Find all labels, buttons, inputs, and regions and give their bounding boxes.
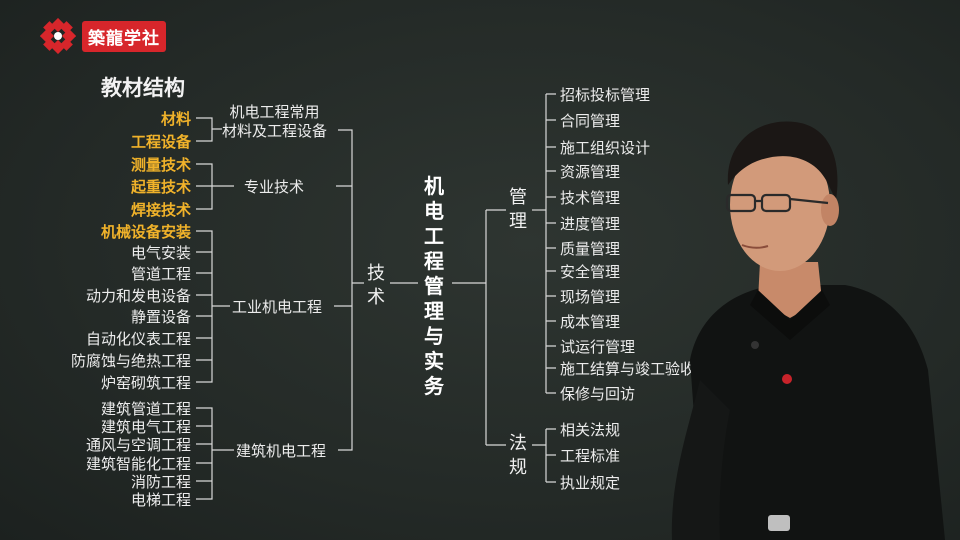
item-elevator: 电梯工程 xyxy=(130,491,191,509)
item-fire: 消防工程 xyxy=(130,473,191,491)
item-electrical: 电气安装 xyxy=(130,244,191,262)
page-title: 教材结构 xyxy=(101,76,185,100)
mgmt-contract: 合同管理 xyxy=(560,112,621,130)
group-professional-tech: 专业技术 xyxy=(244,178,305,196)
item-welding: 焊接技术 xyxy=(130,201,191,219)
item-building-piping: 建筑管道工程 xyxy=(100,400,191,418)
law-standards: 工程标准 xyxy=(560,447,621,465)
mgmt-warranty: 保修与回访 xyxy=(560,385,636,403)
management-node: 管 理 xyxy=(509,187,527,232)
mgmt-site: 现场管理 xyxy=(560,288,621,306)
law-node: 法 规 xyxy=(509,433,527,478)
item-automation: 自动化仪表工程 xyxy=(85,330,191,348)
item-equipment: 工程设备 xyxy=(130,133,191,151)
mgmt-technical: 技术管理 xyxy=(560,189,621,207)
mgmt-safety: 安全管理 xyxy=(560,263,621,281)
center-subject-title: 机 电 工 程 管 理 与 实 务 xyxy=(424,174,444,398)
law-regulations: 相关法规 xyxy=(560,421,621,439)
group-industrial: 工业机电工程 xyxy=(232,298,323,316)
tech-node: 技 术 xyxy=(367,263,385,308)
item-machinery: 机械设备安装 xyxy=(100,223,191,241)
mgmt-cost: 成本管理 xyxy=(560,313,621,331)
mgmt-resource: 资源管理 xyxy=(560,163,621,181)
mgmt-trial-run: 试运行管理 xyxy=(560,338,636,356)
mgmt-bidding: 招标投标管理 xyxy=(560,86,651,104)
mgmt-settlement: 施工结算与竣工验收 xyxy=(560,360,696,378)
item-building-electrical: 建筑电气工程 xyxy=(100,418,191,436)
mgmt-construction-design: 施工组织设计 xyxy=(560,139,651,157)
law-practice: 执业规定 xyxy=(560,474,621,492)
item-anticorrosion: 防腐蚀与绝热工程 xyxy=(70,352,191,370)
group-building: 建筑机电工程 xyxy=(236,442,327,460)
item-intelligent: 建筑智能化工程 xyxy=(85,455,191,473)
item-surveying: 测量技术 xyxy=(130,156,191,174)
item-static: 静置设备 xyxy=(130,308,191,326)
item-piping: 管道工程 xyxy=(130,265,191,283)
brand-logo: 築龍学社 xyxy=(40,18,166,54)
mgmt-schedule: 进度管理 xyxy=(560,215,621,233)
brand-name: 築龍学社 xyxy=(82,20,166,52)
item-power: 动力和发电设备 xyxy=(85,287,191,305)
item-kiln: 炉窑砌筑工程 xyxy=(100,374,191,392)
mgmt-quality: 质量管理 xyxy=(560,240,621,258)
item-lifting: 起重技术 xyxy=(130,178,191,196)
item-hvac: 通风与空调工程 xyxy=(85,436,191,454)
group-materials-equipment: 机电工程常用 材料及工程设备 xyxy=(222,103,328,140)
flower-logo-icon xyxy=(40,18,76,54)
item-materials: 材料 xyxy=(160,110,191,128)
